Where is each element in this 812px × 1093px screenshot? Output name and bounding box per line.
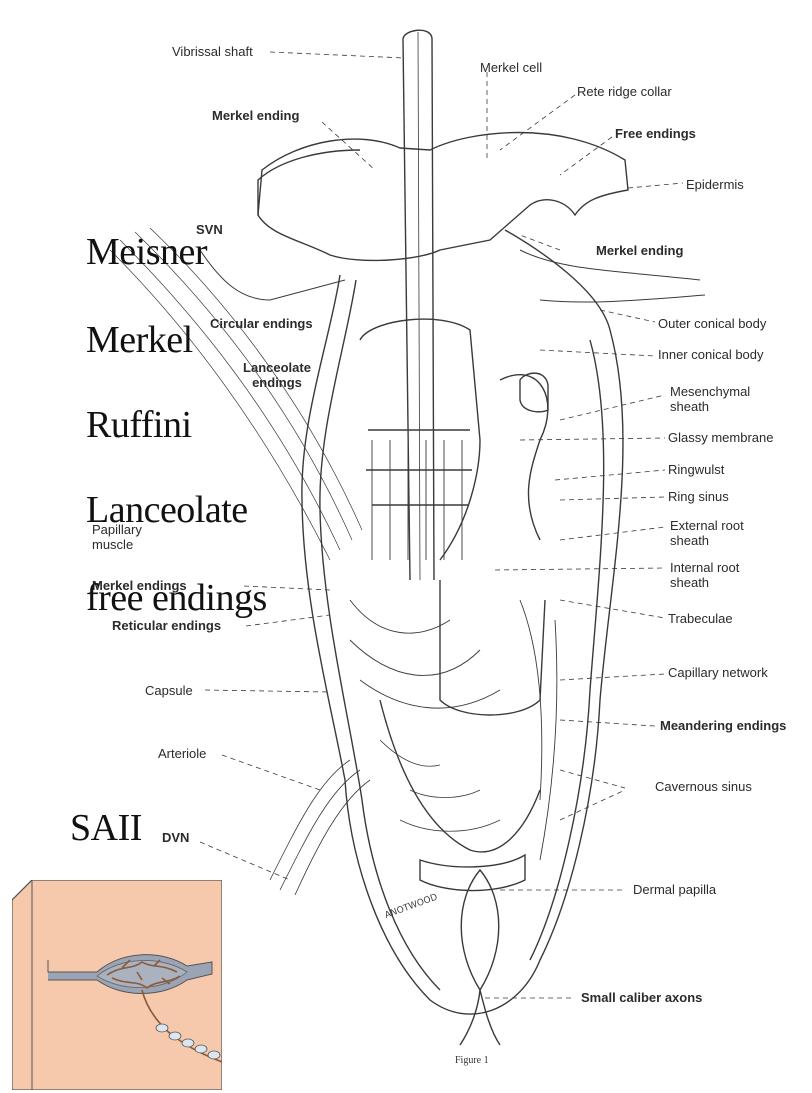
label-reticular-endings: Reticular endings: [112, 618, 221, 633]
overlay-ruffini: Ruffini: [86, 403, 192, 447]
label-ringwulst: Ringwulst: [668, 462, 724, 477]
label-merkel-cell: Merkel cell: [480, 60, 542, 75]
label-trabeculae: Trabeculae: [668, 611, 733, 626]
label-vibrissal-shaft: Vibrissal shaft: [172, 44, 253, 59]
overlay-merkel: Merkel: [86, 318, 193, 362]
overlay-lanceolate: Lanceolate: [86, 488, 248, 532]
label-internal-root-sheath: Internal root sheath: [670, 560, 770, 590]
label-lanceolate-endings: Lanceolate endings: [236, 360, 318, 390]
label-circular-endings: Circular endings: [210, 316, 313, 331]
label-inner-conical-body: Inner conical body: [658, 347, 764, 362]
overlay-free-endings: free endings: [86, 576, 267, 620]
label-capsule: Capsule: [145, 683, 193, 698]
figure-caption: Figure 1: [455, 1055, 489, 1066]
label-mesenchymal-sheath: Mesenchymal sheath: [670, 384, 780, 414]
label-external-root-sheath: External root sheath: [670, 518, 770, 548]
label-merkel-ending-top: Merkel ending: [212, 108, 299, 123]
label-meandering-endings: Meandering endings: [660, 718, 786, 733]
label-rete-ridge-collar: Rete ridge collar: [577, 84, 672, 99]
overlay-meisner: Meisner: [86, 230, 207, 274]
label-arteriole: Arteriole: [158, 746, 206, 761]
label-outer-conical-body: Outer conical body: [658, 316, 766, 331]
ruffini-ending-inset: [12, 880, 222, 1090]
label-cavernous-sinus: Cavernous sinus: [655, 779, 752, 794]
label-dvn: DVN: [162, 830, 189, 845]
label-small-caliber-axons: Small caliber axons: [581, 990, 702, 1005]
label-free-endings: Free endings: [615, 126, 696, 141]
label-capillary-network: Capillary network: [668, 665, 768, 680]
overlay-saii: SAII: [70, 806, 142, 850]
label-dermal-papilla: Dermal papilla: [633, 882, 716, 897]
label-ring-sinus: Ring sinus: [668, 489, 729, 504]
svg-text:ANOTWOOD: ANOTWOOD: [383, 893, 439, 921]
label-merkel-ending-right: Merkel ending: [596, 243, 683, 258]
label-epidermis: Epidermis: [686, 177, 744, 192]
label-glassy-membrane: Glassy membrane: [668, 430, 773, 445]
